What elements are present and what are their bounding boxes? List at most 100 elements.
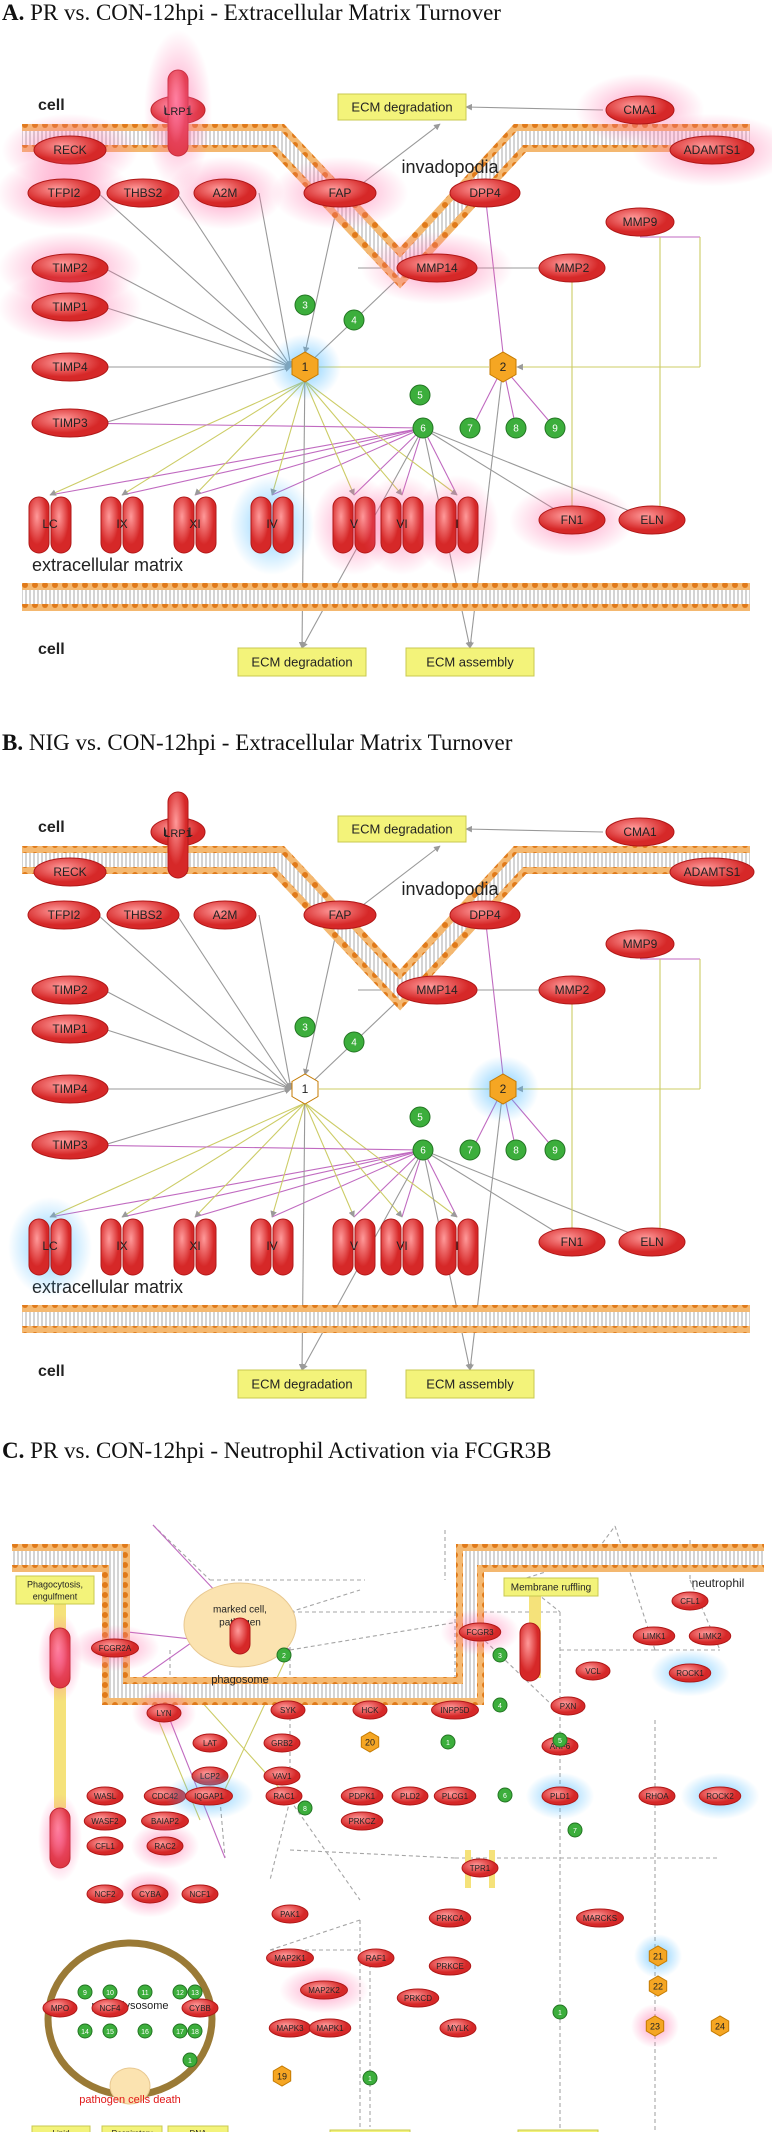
gene-node xyxy=(31,1074,109,1104)
green-label: 9 xyxy=(552,424,558,435)
edge xyxy=(103,365,292,424)
green-label: 14 xyxy=(81,2029,89,2036)
edge xyxy=(349,845,441,916)
gene-node xyxy=(698,1786,742,1806)
pathogen-receptor xyxy=(229,1617,251,1655)
gene-label: CFL1 xyxy=(680,1597,700,1606)
edge xyxy=(304,380,458,496)
edge xyxy=(97,192,292,368)
edge xyxy=(304,1102,403,1218)
gene-label: TFPI2 xyxy=(48,908,81,922)
green-label: 8 xyxy=(303,1806,307,1813)
edge xyxy=(49,380,306,496)
green-label: 10 xyxy=(106,1990,114,1997)
gene-node xyxy=(303,178,377,208)
gene-node xyxy=(357,1948,395,1968)
gene-label: CMA1 xyxy=(623,103,657,117)
green-label: 2 xyxy=(282,1653,286,1660)
collagen-strand xyxy=(380,496,402,554)
collagen-label: LC xyxy=(42,1239,58,1253)
collagen-strand xyxy=(435,496,457,554)
green-label: 3 xyxy=(302,1023,308,1034)
gene-node xyxy=(181,1998,219,2018)
gene-node xyxy=(618,1227,686,1257)
collagen-label: IV xyxy=(266,1239,277,1253)
green-label: 8 xyxy=(513,424,519,435)
ecm-degradation-bottom-box-label: ECM degradation xyxy=(251,1376,352,1391)
green-node xyxy=(187,2023,203,2039)
gene-label: TPR1 xyxy=(470,1864,491,1873)
panel-b-title: B. NIG vs. CON-12hpi - Extracellular Mat… xyxy=(2,730,513,755)
collagen-strand xyxy=(50,496,72,554)
gene-node xyxy=(31,1130,109,1160)
gene-node xyxy=(669,857,755,887)
edge xyxy=(258,192,294,368)
edge xyxy=(152,1524,211,1581)
gene-label: RECK xyxy=(53,865,86,879)
green-label: 4 xyxy=(498,1703,502,1710)
gene-node xyxy=(31,1014,109,1044)
gene-label: GRB2 xyxy=(271,1739,293,1748)
gene-label: MMP14 xyxy=(416,261,458,275)
ecm-degradation-bottom-box xyxy=(237,647,367,677)
gene-node xyxy=(27,900,101,930)
gene-label: FAP xyxy=(329,186,352,200)
collagen-label: IX xyxy=(116,517,127,531)
gene-node xyxy=(668,1663,712,1683)
gene-node xyxy=(263,1766,301,1786)
respiratory-burst-box xyxy=(101,2125,163,2132)
edge xyxy=(121,427,424,496)
green-label: 15 xyxy=(106,2029,114,2036)
collagen-strand xyxy=(195,496,217,554)
green-node xyxy=(459,1139,481,1161)
gene-node xyxy=(449,900,521,930)
gene-node xyxy=(575,1661,611,1681)
neutrophil-label: neutrophil xyxy=(692,1576,745,1590)
edge xyxy=(422,1149,573,1243)
gene-node xyxy=(31,292,109,322)
gene-label: ELN xyxy=(640,513,663,527)
green-node xyxy=(567,1822,583,1838)
hub-node xyxy=(489,351,517,383)
collagen-strand xyxy=(380,1218,402,1276)
edge xyxy=(289,1799,361,1901)
panel-c-title: C. PR vs. CON-12hpi - Neutrophil Activat… xyxy=(2,1438,552,1463)
hub-label: 2 xyxy=(500,1082,507,1096)
collagen-label: V xyxy=(350,1239,358,1253)
gene-label: RHOA xyxy=(645,1792,669,1801)
gene-label: TIMP3 xyxy=(52,416,88,430)
green-label: 12 xyxy=(176,1990,184,1997)
gene-node xyxy=(192,1733,228,1753)
ruffling-receptor xyxy=(519,1622,541,1682)
gene-node xyxy=(618,505,686,535)
gene-node xyxy=(146,1836,184,1856)
green-node xyxy=(409,1106,431,1128)
gene-node xyxy=(538,505,606,535)
hub-label: 19 xyxy=(277,2071,287,2081)
collagen-strand xyxy=(272,496,294,554)
gene-node xyxy=(458,1622,502,1642)
gene-label: IQGAP1 xyxy=(194,1792,224,1801)
gene-label: MARCKS xyxy=(583,1914,617,1923)
green-label: 11 xyxy=(141,1990,148,1997)
green-label: 8 xyxy=(513,1146,519,1157)
gene-label: ROCK1 xyxy=(676,1669,704,1678)
gene-label: BAIAP2 xyxy=(151,1817,180,1826)
cell-label-bottom: cell xyxy=(38,641,65,658)
phagosome-label: phagosome xyxy=(211,1674,269,1686)
collagen-strand xyxy=(100,1218,122,1276)
green-label: 7 xyxy=(573,1828,577,1835)
green-node xyxy=(362,2070,378,2086)
ecm-degradation-top-box-label: ECM degradation xyxy=(351,99,452,114)
gene-label: INPP5D xyxy=(441,1706,470,1715)
edge xyxy=(269,1919,361,1951)
edge xyxy=(176,914,292,1090)
gene-node xyxy=(439,2018,477,2038)
gene-label: MMP2 xyxy=(555,261,590,275)
green-label: 3 xyxy=(302,301,308,312)
gene-label: A2M xyxy=(213,908,238,922)
hub-node xyxy=(291,351,319,383)
green-label: 18 xyxy=(191,2029,199,2036)
edge xyxy=(303,914,341,1076)
edge xyxy=(194,1149,424,1218)
